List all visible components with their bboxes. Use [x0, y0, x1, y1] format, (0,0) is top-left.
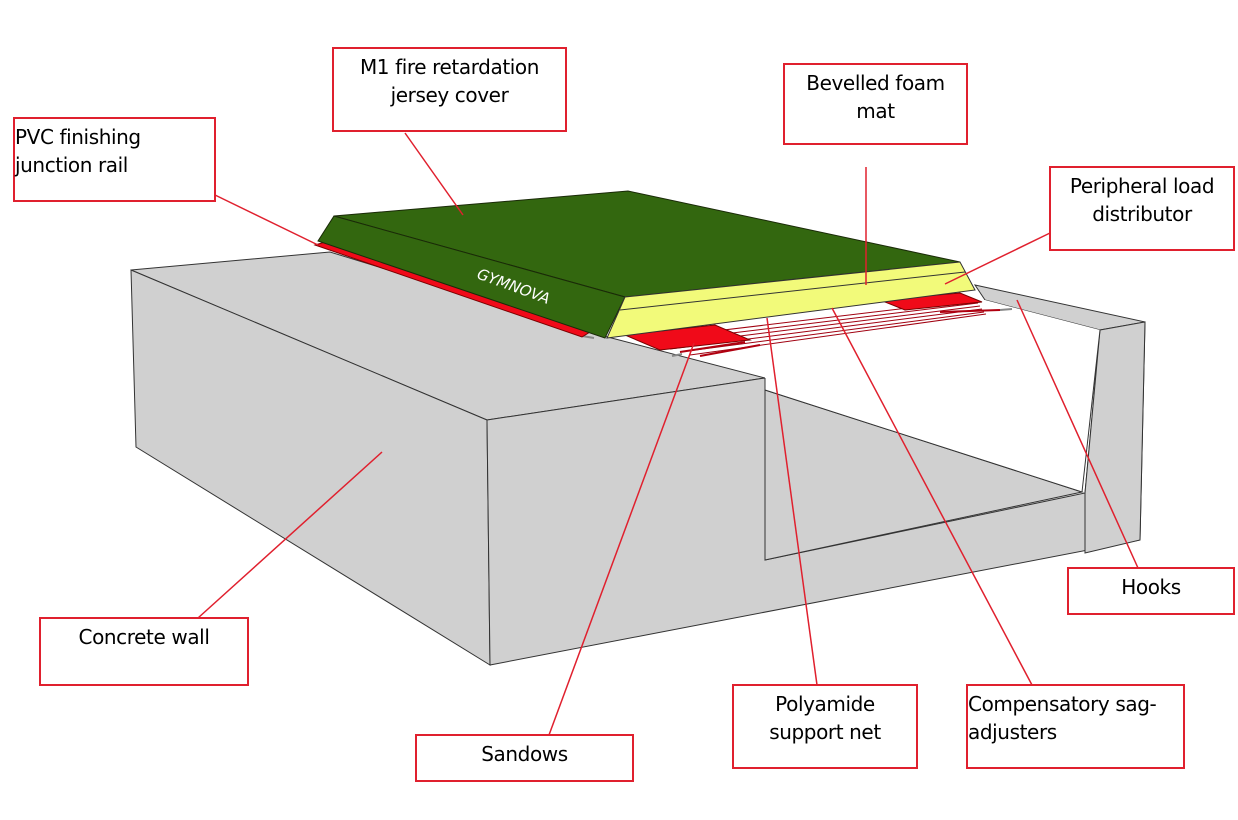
leader-m1-cover	[404, 132, 464, 216]
label-text: Concrete wall	[78, 625, 210, 649]
label-sandows: Sandows	[415, 734, 634, 782]
label-concrete-wall: Concrete wall	[39, 617, 249, 686]
label-hooks: Hooks	[1067, 567, 1235, 615]
label-m1-cover: M1 fire retardation jersey cover	[332, 47, 567, 132]
label-polyamide-net: Polyamide support net	[732, 684, 918, 769]
cover-left-bevel	[317, 215, 626, 339]
label-text: Compensatory sag- adjusters	[968, 692, 1157, 744]
load-distributor-left	[623, 324, 752, 351]
leader-sag-adjusters	[831, 307, 1033, 686]
leader-pvc-rail	[214, 194, 319, 246]
label-text: PVC finishing junction rail	[15, 125, 141, 177]
leader-sandows	[548, 342, 695, 736]
leader-polyamide-net	[766, 317, 818, 686]
concrete-wall	[130, 251, 1146, 666]
leader-hooks	[1016, 299, 1139, 569]
jersey-cover	[317, 190, 961, 339]
label-text: M1 fire retardation jersey cover	[359, 55, 540, 107]
callout-lines	[197, 132, 1139, 736]
pit-opening	[765, 300, 1100, 492]
concrete-right-face	[1084, 321, 1146, 554]
label-text: Peripheral load distributor	[1069, 174, 1215, 226]
label-text: Polyamide support net	[769, 692, 881, 744]
label-pvc-rail: PVC finishing junction rail	[13, 117, 216, 202]
label-text: Sandows	[481, 742, 568, 766]
leader-concrete-wall	[197, 451, 383, 619]
leader-load-distributor	[944, 232, 1051, 285]
label-sag-adjusters: Compensatory sag- adjusters	[966, 684, 1185, 769]
label-bevelled-mat: Bevelled foam mat	[783, 63, 968, 145]
label-text: Bevelled foam mat	[806, 71, 945, 123]
label-load-distributor: Peripheral load distributor	[1049, 166, 1235, 251]
label-text: Hooks	[1121, 575, 1181, 599]
